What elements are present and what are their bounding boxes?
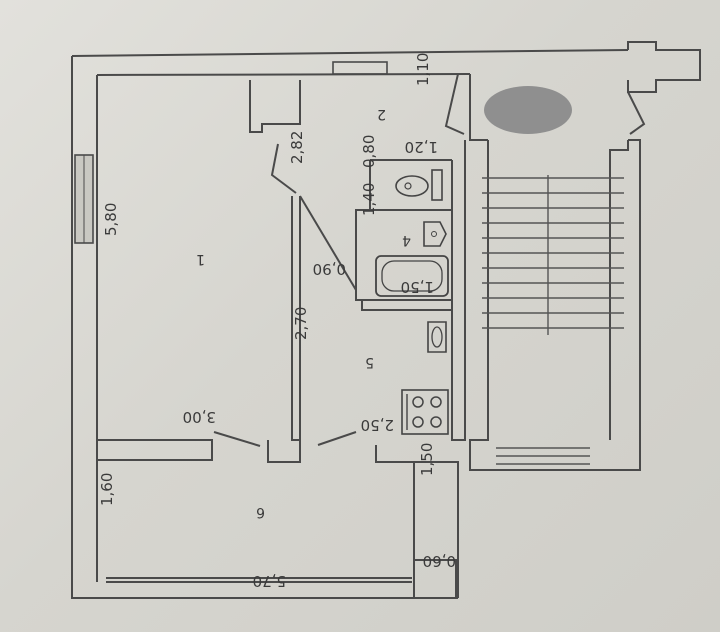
- dimension-labels: 5,80 3,00 2,82 0,90 2,70 2,50 1,20 1,10 …: [98, 53, 456, 590]
- dim-090: 0,90: [313, 260, 346, 278]
- room-labels: 1 2 4 5 6: [196, 106, 411, 520]
- interior-walls: [97, 73, 646, 598]
- room-5-label: 5: [365, 354, 374, 370]
- toilet-icon: [395, 169, 443, 201]
- dim-080: 0,80: [360, 135, 378, 168]
- room-6-label: 6: [256, 504, 265, 520]
- dim-580: 5,80: [102, 203, 120, 236]
- kitchen-sink-icon: [427, 321, 447, 353]
- room-1-label: 1: [196, 251, 205, 267]
- dim-110: 1,10: [414, 53, 432, 86]
- fixtures: [375, 86, 572, 435]
- dim-140: 1,40: [360, 183, 378, 216]
- bathtub-icon: [375, 255, 449, 297]
- dim-150-bath: 1,50: [401, 278, 434, 296]
- dim-160: 1,60: [98, 473, 116, 506]
- dim-570: 5,70: [253, 572, 286, 590]
- bathroom-sink-icon: [423, 221, 447, 247]
- room-2-label: 2: [377, 106, 386, 122]
- dim-300: 3,00: [183, 408, 216, 426]
- dim-270: 2,70: [292, 307, 310, 340]
- redaction-blob: [484, 86, 572, 134]
- top-vent: [332, 61, 388, 75]
- outer-walls: [71, 41, 701, 599]
- room-4-label: 4: [402, 232, 411, 248]
- dim-282: 2,82: [288, 131, 306, 164]
- stove-icon: [401, 389, 449, 435]
- dim-060: 0,60: [423, 552, 456, 570]
- staircase: [482, 175, 624, 465]
- dim-150-balcony: 1,50: [418, 443, 436, 476]
- dim-250-kitchen: 2,50: [361, 416, 394, 434]
- dim-120: 1,20: [405, 138, 438, 156]
